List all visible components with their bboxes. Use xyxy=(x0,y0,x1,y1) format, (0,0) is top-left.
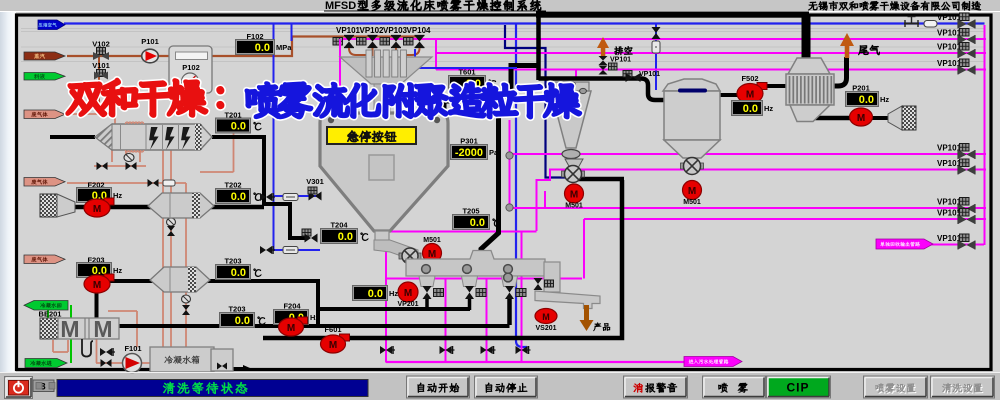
svg-text:M: M xyxy=(404,288,412,299)
svg-text:M: M xyxy=(287,323,295,334)
svg-text:-2000: -2000 xyxy=(455,147,483,159)
svg-text:Hz: Hz xyxy=(880,95,889,104)
svg-text:V102: V102 xyxy=(92,40,110,49)
svg-text:F101: F101 xyxy=(124,344,141,353)
svg-text:P101: P101 xyxy=(141,37,159,46)
svg-text:VP101: VP101 xyxy=(937,159,962,168)
svg-text:VP101: VP101 xyxy=(610,57,631,64)
svg-text:VP101: VP101 xyxy=(937,43,962,52)
svg-text:0.0: 0.0 xyxy=(859,94,874,106)
svg-text:M: M xyxy=(329,340,337,351)
svg-text:T202: T202 xyxy=(224,181,241,190)
svg-text:F202: F202 xyxy=(87,181,104,190)
svg-text:VP101: VP101 xyxy=(937,144,962,153)
svg-text:VP101: VP101 xyxy=(937,13,962,22)
svg-text:0.0: 0.0 xyxy=(92,265,107,277)
svg-text:M: M xyxy=(93,280,101,291)
svg-text:VP101: VP101 xyxy=(937,59,962,68)
svg-text:F502: F502 xyxy=(741,74,758,83)
svg-text:V301: V301 xyxy=(306,177,324,186)
svg-text:V101: V101 xyxy=(92,61,110,70)
svg-text:VP201: VP201 xyxy=(397,301,418,308)
svg-text:3: 3 xyxy=(40,382,45,393)
svg-text:M: M xyxy=(857,113,865,124)
svg-text:M: M xyxy=(60,316,79,342)
svg-text:VP101: VP101 xyxy=(937,29,962,38)
svg-text:M: M xyxy=(93,204,101,215)
svg-text:M501: M501 xyxy=(423,237,441,244)
svg-text:M501: M501 xyxy=(683,199,701,206)
svg-text:VP101: VP101 xyxy=(336,26,361,35)
svg-text:T201: T201 xyxy=(224,111,241,120)
svg-text:M: M xyxy=(428,249,436,260)
svg-text:0.0: 0.0 xyxy=(231,267,246,279)
svg-text:T203: T203 xyxy=(228,305,245,314)
svg-text:Hz: Hz xyxy=(764,104,773,113)
svg-text:MFSD: MFSD xyxy=(325,0,356,12)
svg-text:Hz: Hz xyxy=(113,191,122,200)
svg-text:M: M xyxy=(746,90,754,101)
svg-text:T205: T205 xyxy=(462,207,479,216)
svg-text:F601: F601 xyxy=(324,325,341,334)
svg-text:VP102: VP102 xyxy=(359,26,384,35)
svg-text:T203: T203 xyxy=(224,257,241,266)
svg-text:P201: P201 xyxy=(852,84,870,93)
svg-text:F102: F102 xyxy=(246,32,263,41)
svg-text:Hz: Hz xyxy=(310,313,319,322)
svg-text:P301: P301 xyxy=(460,137,478,146)
svg-text:VP104: VP104 xyxy=(406,26,431,35)
svg-text:M: M xyxy=(542,312,550,322)
svg-text:VP101: VP101 xyxy=(937,209,962,218)
svg-text:Hz: Hz xyxy=(389,289,398,298)
svg-text:VP103: VP103 xyxy=(383,26,408,35)
svg-text:Hz: Hz xyxy=(113,266,122,275)
svg-text:VS201: VS201 xyxy=(535,325,556,332)
svg-text:F203: F203 xyxy=(87,256,104,265)
svg-text:T204: T204 xyxy=(330,221,348,230)
svg-text:Pa: Pa xyxy=(489,148,499,157)
svg-text:VP101: VP101 xyxy=(937,198,962,207)
svg-text:VP101: VP101 xyxy=(639,71,660,78)
svg-text:0.0: 0.0 xyxy=(231,191,246,203)
svg-text:MPa: MPa xyxy=(276,43,292,52)
svg-text:M: M xyxy=(93,316,112,342)
svg-text:M: M xyxy=(688,186,696,197)
svg-text:P102: P102 xyxy=(182,63,200,72)
svg-text:T601: T601 xyxy=(458,68,475,77)
svg-text:M: M xyxy=(570,189,578,200)
svg-text:F204: F204 xyxy=(283,302,301,311)
svg-text:0.0: 0.0 xyxy=(470,217,485,229)
svg-text:0.0: 0.0 xyxy=(231,121,246,133)
svg-text:M501: M501 xyxy=(565,203,583,210)
svg-text:0.0: 0.0 xyxy=(338,231,353,243)
svg-text:0.0: 0.0 xyxy=(255,42,270,54)
svg-text:0.0: 0.0 xyxy=(368,288,383,300)
svg-text:CIP: CIP xyxy=(786,381,809,395)
svg-text:VP101: VP101 xyxy=(937,234,962,243)
svg-text:0.0: 0.0 xyxy=(235,315,250,327)
svg-text:BE201: BE201 xyxy=(39,310,62,319)
svg-text:0.0: 0.0 xyxy=(743,103,758,115)
